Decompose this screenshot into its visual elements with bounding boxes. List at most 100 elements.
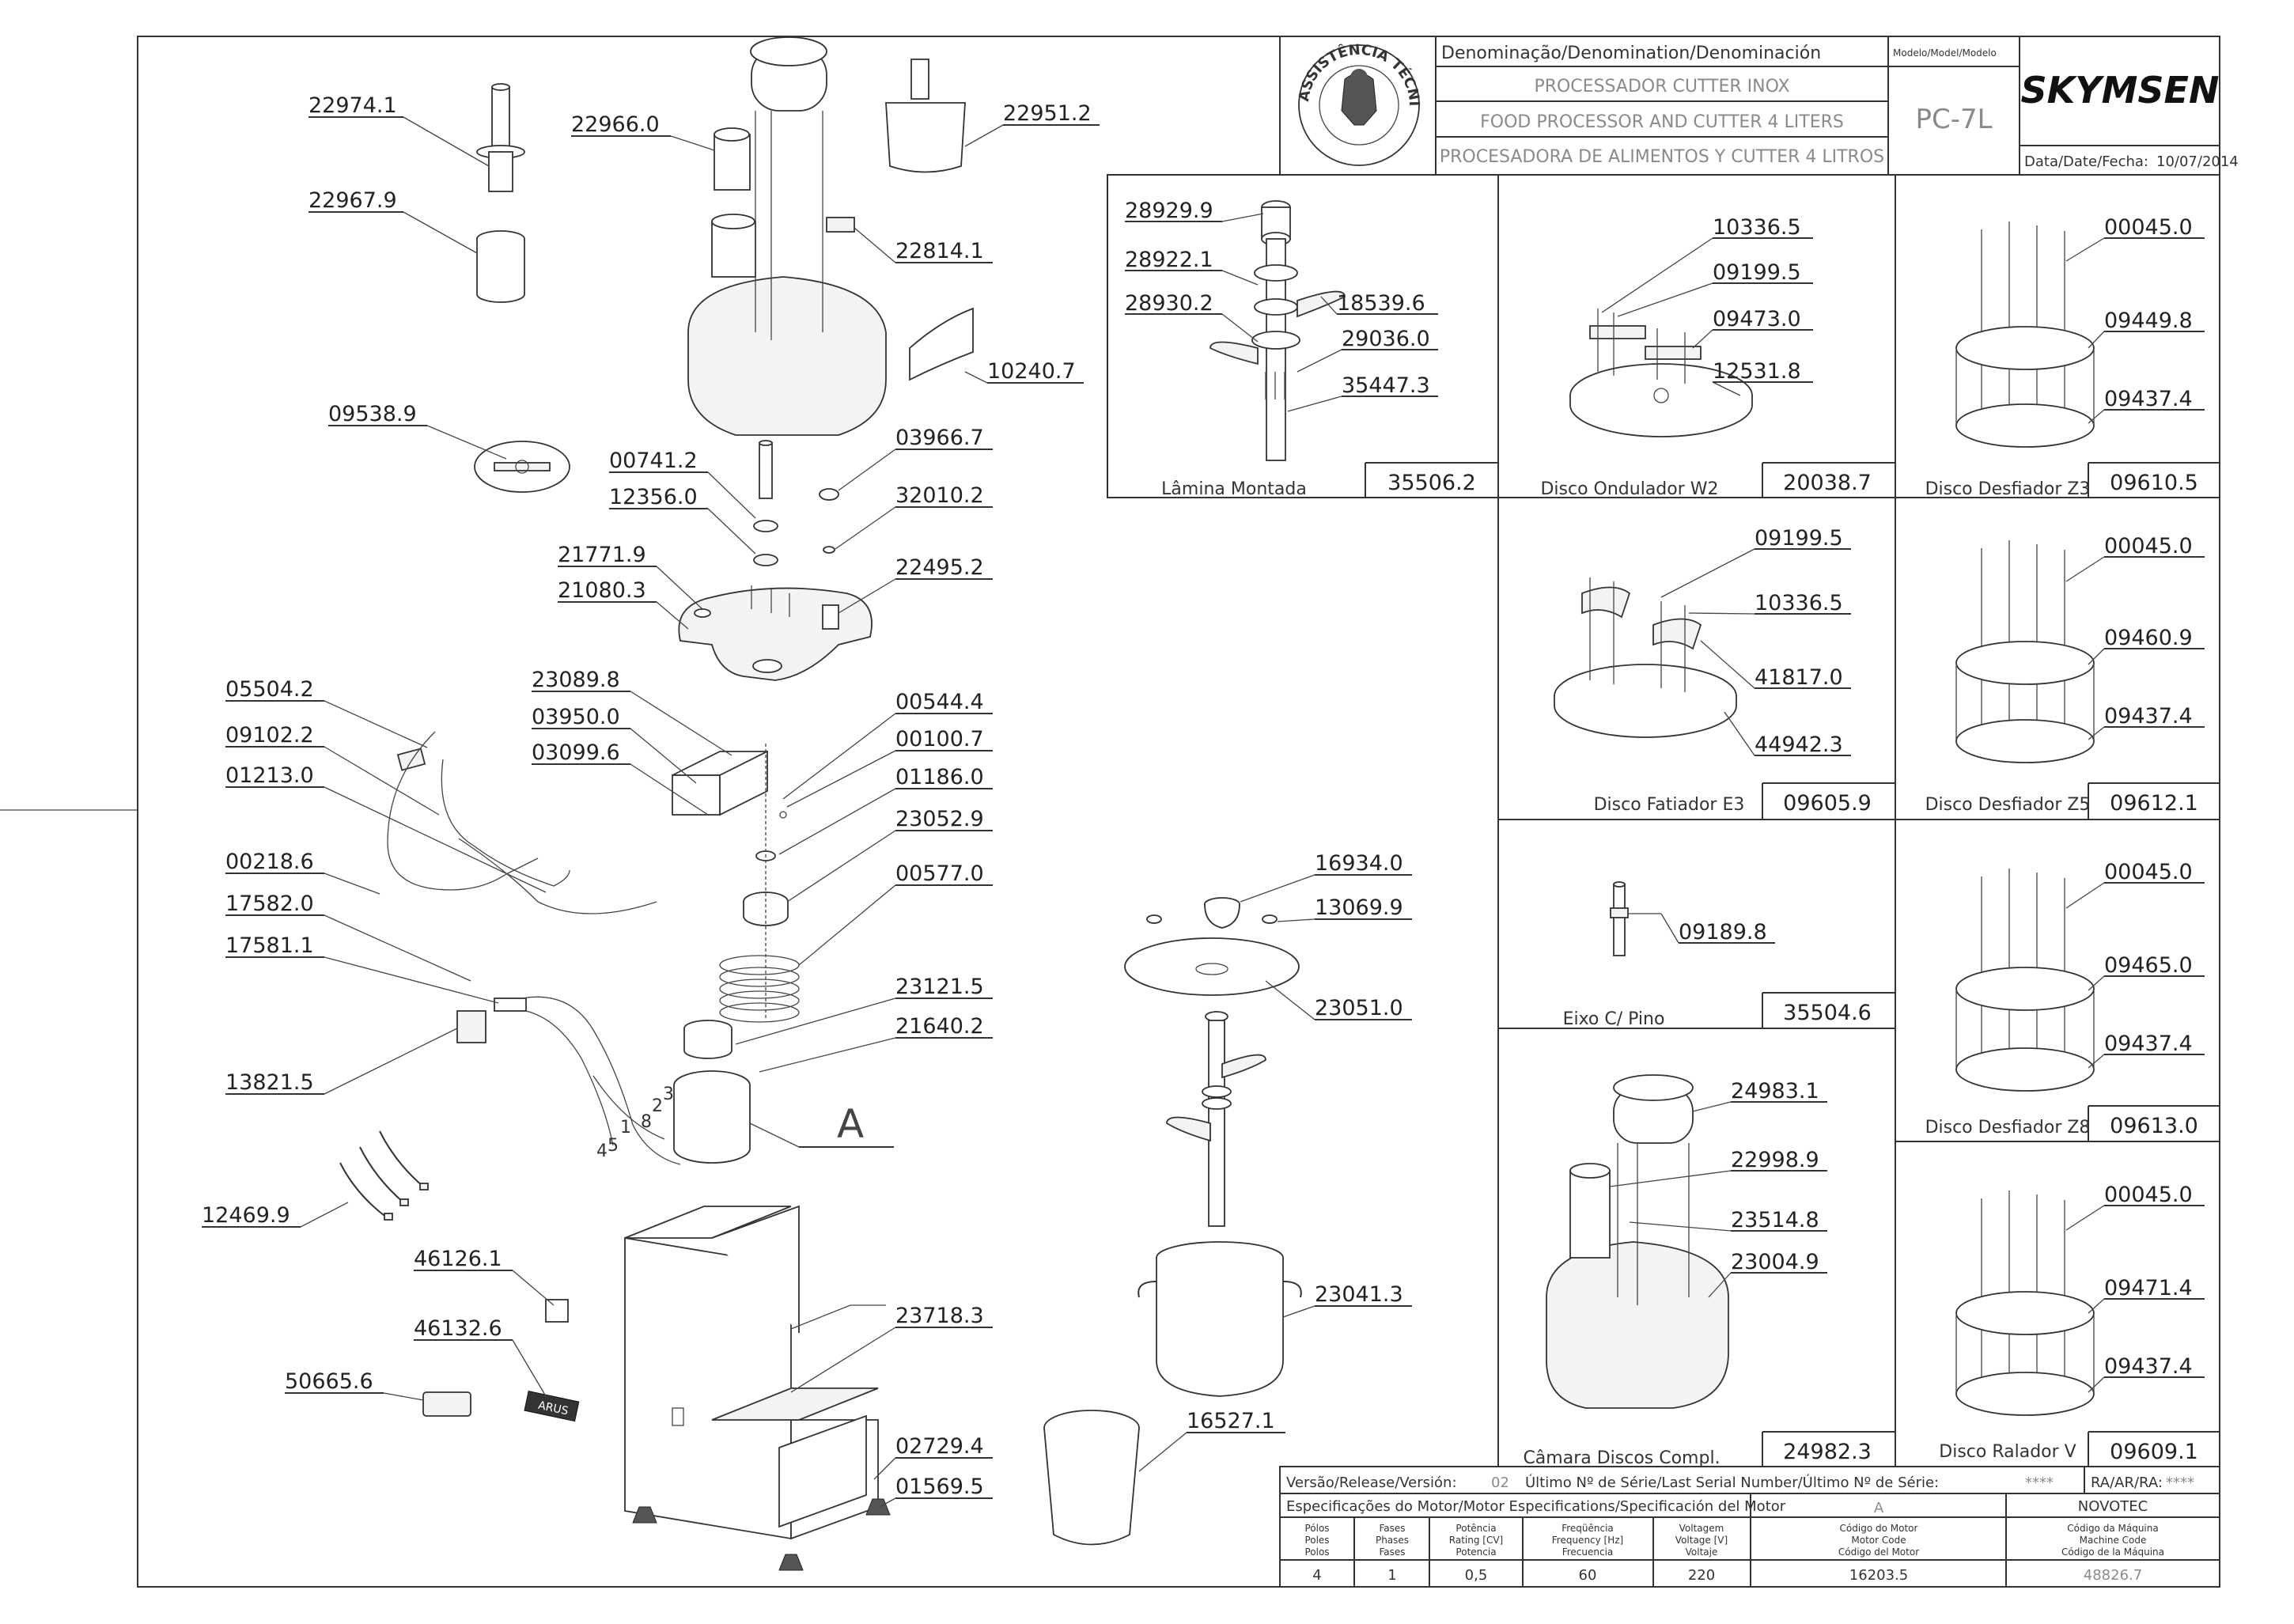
part-01569-5: 01569.5 — [895, 1474, 984, 1499]
label-sheet-drawing — [909, 307, 974, 381]
col-phases-es: Fases — [1379, 1546, 1405, 1558]
wire-number-3: 3 — [663, 1085, 674, 1104]
lid-feed-chute-drawing — [687, 36, 887, 436]
version-label: Versão/Release/Versión: — [1286, 1474, 1457, 1491]
machine-code-value: 48826.7 — [2084, 1567, 2142, 1584]
part-23514-8: 23514.8 — [1731, 1208, 1819, 1232]
cable-ties-drawing — [339, 1130, 429, 1221]
col-freq-es: Frecuencia — [1562, 1546, 1614, 1558]
product-name-es: PROCESADORA DE ALIMENTOS Y CUTTER 4 LITR… — [1440, 147, 1884, 167]
z8-kit-code: 09613.0 — [2110, 1114, 2198, 1138]
bowl-lid-drawing — [1124, 897, 1300, 996]
z3-title: Disco Desfiador Z3 — [1925, 479, 2091, 499]
col-machine-code-es: Código de la Máquina — [2061, 1546, 2164, 1558]
bowl-drawing — [1138, 1241, 1302, 1397]
arus-badge: ARUS — [524, 1391, 580, 1422]
v-title: Disco Ralador V — [1939, 1442, 2076, 1462]
wire-number-2: 2 — [652, 1096, 663, 1116]
z3-drawing — [1955, 221, 2095, 448]
part-03966-7: 03966.7 — [895, 426, 984, 450]
part-22951-2: 22951.2 — [1003, 101, 1092, 126]
box-eixo-pino: 09189.8 35504.6 Eixo C/ Pino — [1563, 881, 1895, 1029]
col-machine-code-en: Machine Code — [2080, 1535, 2147, 1546]
part-28929-9: 28929.9 — [1125, 199, 1213, 223]
camara-drawing — [1546, 1074, 1729, 1409]
part-09460-9: 09460.9 — [2104, 626, 2193, 650]
col-power-es: Potencia — [1456, 1546, 1496, 1558]
date-value: 10/07/2014 — [2156, 153, 2239, 170]
z5-title: Disco Desfiador Z5 — [1925, 795, 2091, 815]
top-plate-drawing — [678, 585, 873, 681]
denomination-label: Denominação/Denomination/Denominación — [1441, 44, 1821, 63]
part-09189-8: 09189.8 — [1679, 920, 1767, 944]
part-28922-1: 28922.1 — [1125, 248, 1213, 272]
part-00045-0-z8: 00045.0 — [2104, 860, 2193, 884]
col-motor-code-es: Código del Motor — [1838, 1546, 1919, 1558]
z5-drawing — [1955, 540, 2095, 763]
base-housing-drawing — [624, 1205, 891, 1571]
wire-number-8: 8 — [641, 1112, 652, 1132]
part-32010-2: 32010.2 — [895, 483, 984, 508]
z8-drawing — [1955, 869, 2095, 1092]
wire-number-4: 4 — [596, 1141, 608, 1161]
poles-value: 4 — [1312, 1567, 1321, 1584]
model-code: PC-7L — [1915, 104, 1992, 135]
wire-number-5: 5 — [608, 1136, 619, 1156]
part-23121-5: 23121.5 — [895, 975, 984, 999]
part-00741-2: 00741.2 — [609, 449, 698, 473]
motor-spec-label: Especificações do Motor/Motor Especifica… — [1286, 1498, 1786, 1515]
label-50665-drawing — [422, 1391, 471, 1417]
part-13069-9: 13069.9 — [1315, 895, 1403, 920]
arus-badge-text: ARUS — [537, 1399, 570, 1418]
part-23089-8: 23089.8 — [532, 668, 620, 692]
box-disco-z3: 00045.0 09449.8 09437.4 09610.5 Disco De… — [1925, 215, 2220, 499]
serial-label: Último Nº de Série/Last Serial Number/Úl… — [1525, 1474, 1939, 1491]
box-disco-z8: 00045.0 09465.0 09437.4 09613.0 Disco De… — [1925, 860, 2220, 1141]
phases-value: 1 — [1387, 1567, 1396, 1584]
product-name-pt: PROCESSADOR CUTTER INOX — [1534, 77, 1789, 97]
serial-value: **** — [2025, 1474, 2054, 1491]
lamina-title: Lâmina Montada — [1161, 479, 1307, 499]
frequency-value: 60 — [1579, 1567, 1597, 1584]
part-35447-3: 35447.3 — [1342, 373, 1430, 398]
col-phases-pt: Fases — [1379, 1523, 1405, 1534]
col-poles-en: Poles — [1304, 1535, 1329, 1546]
title-block: ASSISTÊNCIA TÉCNICA AUTORIZADA Denominaç… — [0, 0, 2239, 176]
part-01213-0: 01213.0 — [225, 763, 314, 788]
part-23041-3: 23041.3 — [1315, 1282, 1403, 1307]
part-03099-6: 03099.6 — [532, 740, 620, 765]
part-46132-6: 46132.6 — [414, 1316, 502, 1341]
cup-drawing — [1043, 1410, 1140, 1546]
part-09465-0: 09465.0 — [2104, 953, 2193, 978]
part-50665-6: 50665.6 — [285, 1369, 373, 1394]
part-13821-5: 13821.5 — [225, 1070, 314, 1095]
part-09471-4: 09471.4 — [2104, 1276, 2193, 1300]
part-00577-0: 00577.0 — [895, 861, 984, 886]
part-00218-6: 00218.6 — [225, 850, 314, 874]
part-05504-2: 05504.2 — [225, 677, 314, 702]
ondulador-kit-code: 20038.7 — [1783, 471, 1872, 495]
col-poles-pt: Pólos — [1304, 1523, 1329, 1534]
motor-letter: A — [1874, 1500, 1884, 1516]
ralador-v-drawing — [1955, 1191, 2095, 1416]
part-09437-4-z5: 09437.4 — [2104, 704, 2193, 729]
pusher-block-drawing — [885, 59, 966, 173]
motor-spec-table: Versão/Release/Versión: 02 Último Nº de … — [1279, 1466, 2220, 1588]
ra-label: RA/AR/RA: — [2091, 1474, 2163, 1491]
part-09473-0: 09473.0 — [1713, 307, 1801, 331]
part-00045-0-z3: 00045.0 — [2104, 215, 2193, 240]
eixo-kit-code: 35504.6 — [1783, 1001, 1872, 1025]
ra-value: **** — [2166, 1474, 2194, 1491]
col-phases-en: Phases — [1376, 1535, 1409, 1546]
part-17582-0: 17582.0 — [225, 891, 314, 916]
part-22495-2: 22495.2 — [895, 555, 984, 580]
fatiador-kit-code: 09605.9 — [1783, 791, 1872, 816]
part-21771-9: 21771.9 — [558, 543, 646, 567]
part-16527-1: 16527.1 — [1187, 1409, 1275, 1433]
motor-bracket-drawing — [672, 750, 787, 819]
product-name-en: FOOD PROCESSOR AND CUTTER 4 LITERS — [1480, 112, 1844, 132]
part-28930-2: 28930.2 — [1125, 291, 1213, 316]
motor-callout-letter: A — [837, 1101, 864, 1147]
authorized-service-seal: ASSISTÊNCIA TÉCNICA AUTORIZADA — [0, 0, 1422, 166]
